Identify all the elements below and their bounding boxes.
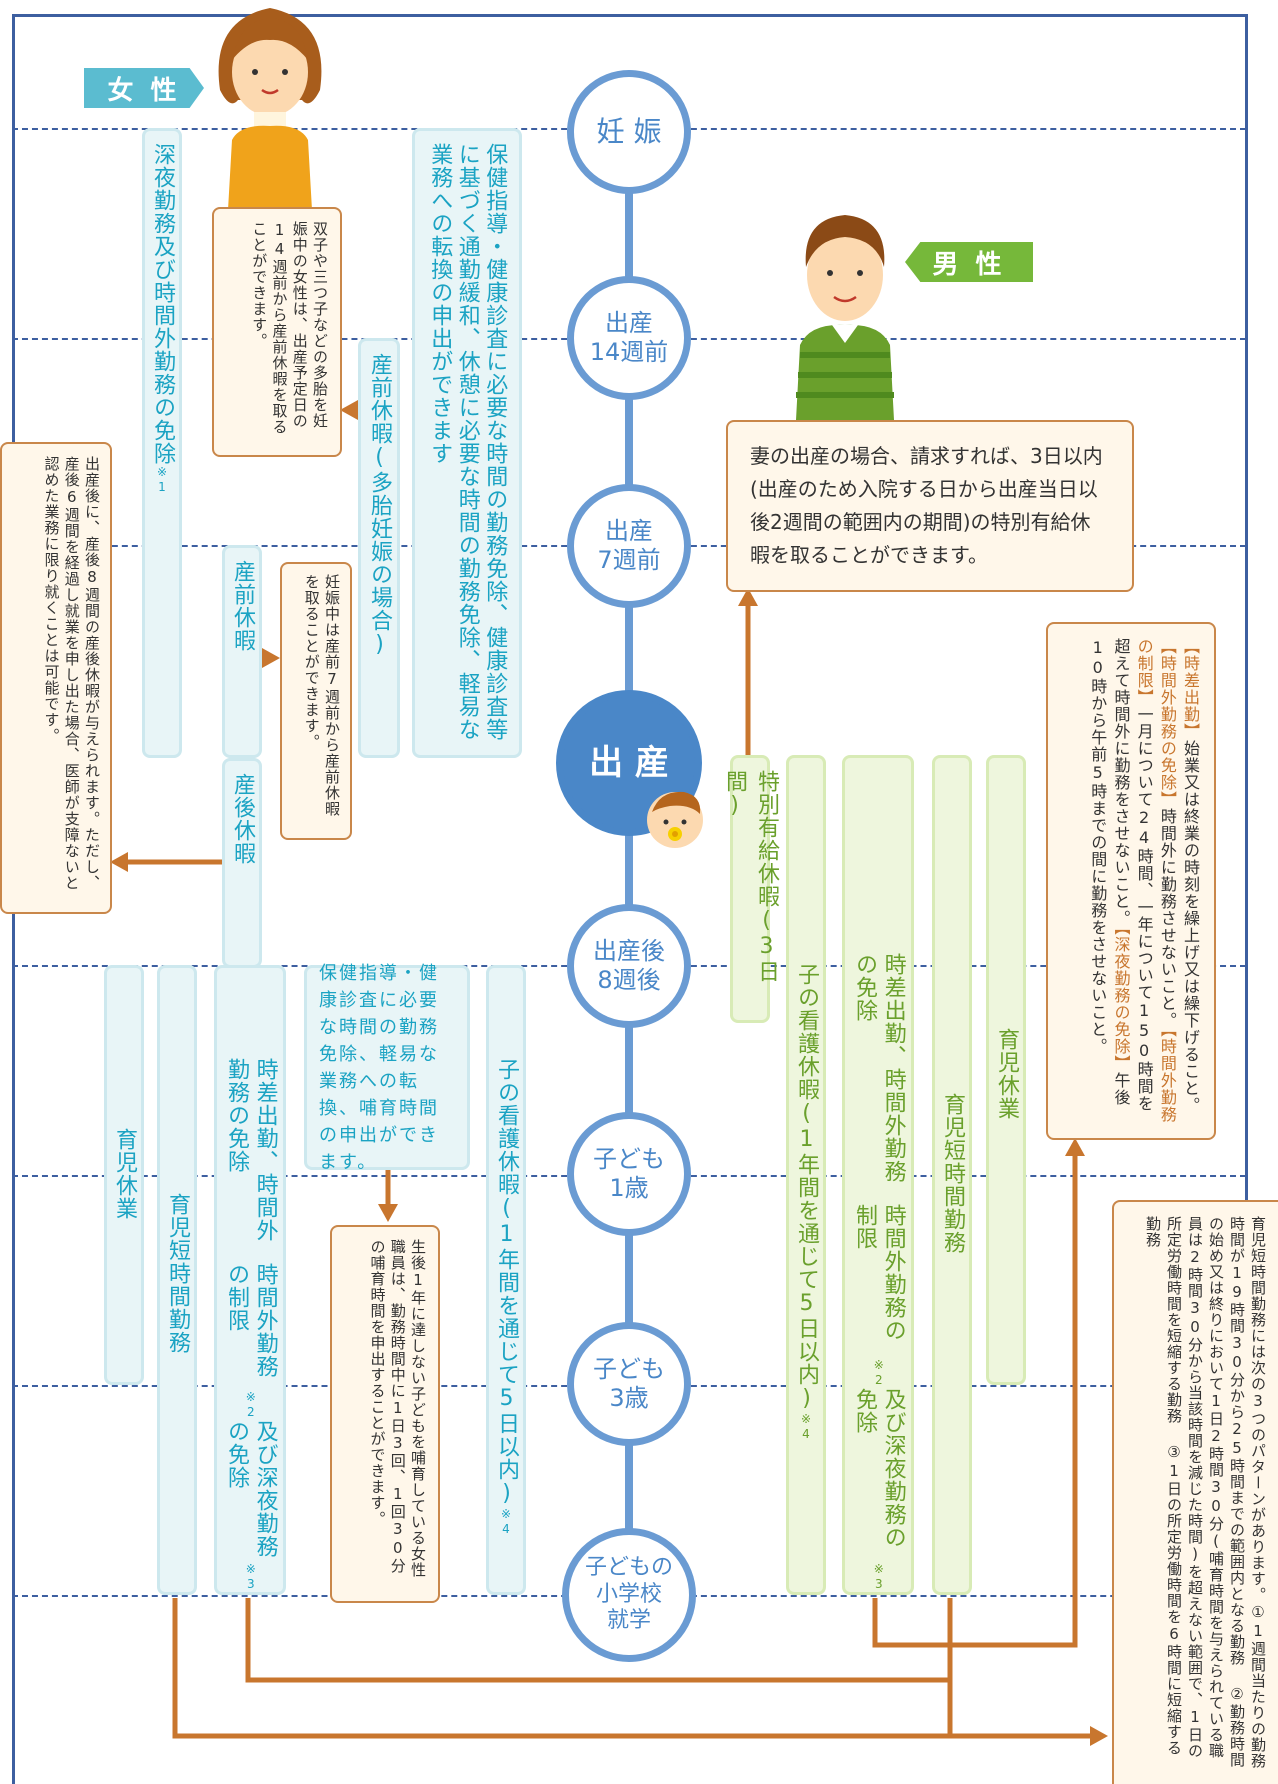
note-mark-2-female: ※2 (243, 1389, 258, 1420)
milestone-pregnancy-label: 妊 娠 (596, 115, 662, 149)
bar-staggered-female-label: 時差出勤、時間外勤務の免除 (224, 1058, 278, 1242)
bar-and-night-female-label: 及び深夜勤務の免除 (224, 1419, 278, 1558)
rule-overtime-limit-text: 一月について24時間、一年について150時間を超えて時間外に勤務をさせないこと。 (1111, 638, 1154, 1112)
note-mark-4-female: ※4 (499, 1507, 513, 1537)
bar-special-leave: 特別有給休暇(3日間) (722, 755, 779, 1023)
note-work-rules: 【時差出勤】始業又は終業の時刻を繰上げ又は繰下げること。【時間外勤務の免除】時間… (1046, 622, 1216, 1140)
bar-short-hours-female: 育児短時間勤務 (157, 965, 197, 1595)
bar-health-guidance: 保健指導・健康診査に必要な時間の勤務免除、健康診査等に基づく通勤緩和、休憩に必要… (412, 128, 522, 758)
milestone-8w-label: 出産後 8週後 (593, 937, 665, 994)
bar-night-overtime-label: 深夜勤務及び時間外勤務の免除 (150, 143, 175, 465)
bar-prenatal-label: 産前休暇 (230, 560, 255, 652)
rule-overtime-exempt-text: 時間外に勤務させないこと。 (1157, 808, 1177, 1029)
bar-short-hours-female-label: 育児短時間勤務 (165, 1193, 190, 1354)
milestone-school: 子どもの 小学校 就学 (562, 1528, 696, 1662)
bar-health-short: 保健指導・健康診査に必要な時間の勤務免除、軽易な業務への転換、哺育時間の申出がで… (304, 963, 470, 1173)
milestone-age-3: 子ども 3歳 (567, 1322, 691, 1446)
bar-sick-child-female-label: 子の看護休暇(1年間を通じて5日以内) (494, 1058, 519, 1507)
bar-postnatal-leave: 産後休暇 (222, 758, 262, 968)
woman-illustration (210, 0, 330, 210)
rule-staggered-text: 始業又は終業の時刻を繰上げ又は繰下げること。 (1181, 740, 1200, 1114)
baby-icon (640, 782, 710, 852)
note-wife-birth-text: 妻の出産の場合、請求すれば、3日以内(出産のため入院する日から出産当日以後2週間… (750, 444, 1103, 567)
milestone-birth-label: 出 産 (589, 742, 669, 783)
milestone-7-weeks-before: 出産 7週前 (567, 484, 691, 608)
milestone-8-weeks-after: 出産後 8週後 (567, 904, 691, 1028)
note-multiple-pregnancy-text: 双子や三つ子などの多胎を妊娠中の女性は、出産予定日の14週前から産前休暇を取るこ… (250, 221, 329, 435)
bar-overtime-limit-male-label: 時間外勤務の制限 (852, 1203, 906, 1342)
rule-staggered-title: 【時差出勤】 (1181, 638, 1200, 740)
bar-sick-child-male-label: 子の看護休暇(1年間を通じて5日以内) (794, 963, 819, 1412)
bar-sick-child-female: 子の看護休暇(1年間を通じて5日以内)※4 (486, 965, 526, 1595)
bar-sick-child-male: 子の看護休暇(1年間を通じて5日以内)※4 (786, 755, 826, 1595)
bar-staggered-male-label: 時差出勤、時間外勤務の免除 (852, 953, 906, 1183)
note-mark-3-male: ※3 (871, 1562, 886, 1593)
female-tag: 女 性 (84, 68, 204, 108)
rule-night-exempt-text: 午後10時から午前5時までの間に勤務をさせないこと。 (1088, 638, 1131, 1106)
bar-childcare-male-label: 育児休業 (994, 1028, 1019, 1120)
note-mark-1: ※1 (155, 465, 169, 495)
bar-prenatal-leave-multiple: 産前休暇(多胎妊娠の場合) (358, 338, 400, 758)
male-tag: 男 性 (905, 242, 1033, 282)
bar-childcare-female-label: 育児休業 (112, 1128, 137, 1220)
bar-childcare-leave-male: 育児休業 (986, 755, 1026, 1385)
bar-health-guidance-label: 保健指導・健康診査に必要な時間の勤務免除、健康診査等に基づく通勤緩和、休憩に必要… (427, 143, 508, 741)
note-mark-4-male: ※4 (799, 1412, 813, 1442)
milestone-age1-label: 子ども 1歳 (593, 1145, 665, 1202)
milestone-birth: 出 産 (556, 690, 702, 836)
bar-childcare-leave-female: 育児休業 (104, 965, 144, 1385)
note-multiple-pregnancy: 双子や三つ子などの多胎を妊娠中の女性は、出産予定日の14週前から産前休暇を取るこ… (212, 207, 342, 457)
bar-prenatal-leave: 産前休暇 (222, 545, 262, 758)
note-prenatal-7-weeks: 妊娠中は産前7週前から産前休暇を取ることができます。 (280, 562, 352, 840)
note-short-hours-patterns: 育児短時間勤務には次の3つのパターンがあります。①1週間当たりの勤務時間が19時… (1112, 1200, 1278, 1784)
note-wife-birth: 妻の出産の場合、請求すれば、3日以内(出産のため入院する日から出産当日以後2週間… (726, 420, 1134, 592)
note-nursing-time: 生後1年に達しない子どもを哺育している女性職員は、勤務時間中に1日3回、1回30… (330, 1225, 440, 1603)
timeline-axis (625, 130, 633, 1620)
note-mark-3-female: ※3 (243, 1562, 258, 1593)
female-tag-label: 女 性 (107, 75, 181, 106)
milestone-14-weeks-before: 出産 14週前 (567, 276, 691, 400)
bar-prenatal-multi-label: 産前休暇(多胎妊娠の場合) (367, 353, 392, 658)
milestone-age3-label: 子ども 3歳 (593, 1355, 665, 1412)
note-postnatal-leave: 出産後に、産後8週間の産後休暇が与えられます。ただし、産後6週間を経過し就業を申… (0, 442, 112, 914)
man-illustration (790, 205, 900, 420)
note-prenatal-7w-text: 妊娠中は産前7週前から産前休暇を取ることができます。 (302, 574, 341, 817)
note-short-hours-patterns-text: 育児短時間勤務には次の3つのパターンがあります。①1週間当たりの勤務時間が19時… (1144, 1216, 1267, 1769)
milestone-14w-label: 出産 14週前 (589, 309, 669, 366)
rule-overtime-limit-title: 【時間外勤務の制限】 (1134, 638, 1177, 1123)
bar-and-night-male-label: 及び深夜勤務の免除 (852, 1388, 906, 1550)
bar-postnatal-label: 産後休暇 (230, 773, 255, 865)
bar-short-hours-male: 育児短時間勤務 (932, 755, 972, 1595)
bar-short-hours-male-label: 育児短時間勤務 (940, 1093, 965, 1254)
milestone-school-label: 子どもの 小学校 就学 (584, 1555, 673, 1634)
bar-overtime-limit-female-label: 時間外勤務の制限 (224, 1263, 278, 1379)
milestone-7w-label: 出産 7週前 (597, 517, 661, 574)
rule-night-exempt-title: 【深夜勤務の免除】 (1111, 927, 1131, 1072)
bar-health-short-label: 保健指導・健康診査に必要な時間の勤務免除、軽易な業務への転換、哺育時間の申出がで… (319, 962, 439, 1173)
note-postnatal-leave-text: 出産後に、産後8週間の産後休暇が与えられます。ただし、産後6週間を経過し就業を申… (42, 456, 102, 891)
milestone-pregnancy: 妊 娠 (567, 70, 691, 194)
bar-night-overtime-exemption: 深夜勤務及び時間外勤務の免除※1 (142, 128, 182, 758)
rule-overtime-exempt-title: 【時間外勤務の免除】 (1157, 638, 1177, 808)
note-mark-2-male: ※2 (871, 1358, 886, 1389)
milestone-age-1: 子ども 1歳 (567, 1112, 691, 1236)
note-nursing-time-text: 生後1年に達しない子どもを哺育している女性職員は、勤務時間中に1日3回、1回30… (368, 1239, 428, 1578)
bar-special-leave-label: 特別有給休暇(3日間) (722, 770, 779, 983)
male-tag-label: 男 性 (932, 249, 1006, 280)
